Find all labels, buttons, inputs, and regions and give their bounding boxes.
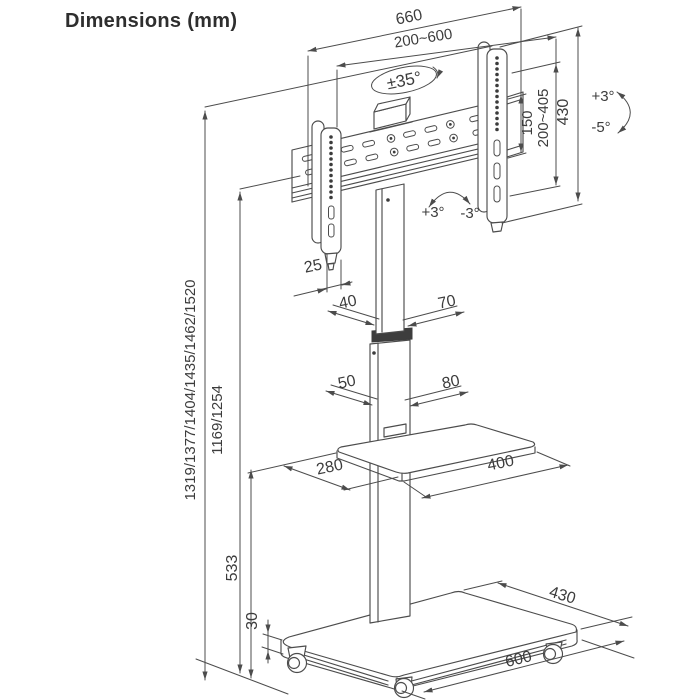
dim-50-label: 50 — [336, 372, 357, 392]
base-plate — [280, 590, 578, 691]
level-plus-label: +3° — [421, 204, 444, 221]
dim-200-600-label: 200~600 — [393, 26, 454, 52]
overall-heights-label: 1319/1377/1404/1435/1462/1520 — [182, 279, 199, 500]
dim-shelf-height: 533 — [224, 469, 254, 679]
tilt-up-label: +3° — [591, 88, 614, 105]
dim-200-405-label: 200~405 — [535, 89, 552, 148]
dim-70-label: 70 — [436, 292, 457, 312]
dim-430-base-label: 430 — [547, 584, 578, 608]
pole-heights-label: 1169/1254 — [209, 385, 226, 455]
page-title: Dimensions (mm) — [65, 10, 237, 32]
column-inner — [375, 183, 405, 335]
caster-front — [393, 676, 415, 699]
tilt-down-label: -5° — [591, 119, 610, 136]
dim-80-label: 80 — [440, 372, 461, 392]
right-vesa-arm — [477, 41, 508, 233]
caster-left — [286, 645, 308, 674]
dim-280-label: 280 — [315, 457, 345, 479]
dim-inner-column: 40 70 — [327, 292, 465, 327]
dim-vesa-range: 200~405 — [509, 61, 561, 197]
dim-base-thickness: 30 — [244, 612, 284, 664]
dim-bracket-height: 430 — [499, 25, 583, 224]
swivel-indicator: ±35° — [371, 65, 444, 95]
left-vesa-arm — [311, 120, 342, 271]
dim-overall-heights: 1319/1377/1404/1435/1462/1520 1169/1254 — [182, 45, 493, 695]
dim-shelf-width: 400 — [403, 451, 571, 499]
caster-right — [542, 641, 564, 665]
dim-430-bracket-label: 430 — [555, 99, 572, 126]
dim-400-label: 400 — [486, 453, 516, 475]
lock-box — [369, 96, 413, 133]
dim-outer-column: 50 80 — [325, 372, 469, 407]
dim-plate-height: 150 — [507, 93, 536, 159]
dim-40-label: 40 — [337, 292, 358, 312]
level-minus-label: -3° — [460, 205, 479, 222]
dim-25-label: 25 — [303, 256, 324, 276]
dim-base-width: 600 — [401, 639, 635, 700]
shelf — [336, 423, 536, 482]
dim-hook-offset: 25 — [293, 253, 353, 297]
dim-30-label: 30 — [244, 612, 261, 630]
dim-600-label: 600 — [504, 648, 534, 671]
column-outer — [369, 339, 411, 624]
dim-533-label: 533 — [224, 555, 241, 582]
level-indicator: +3° -3° — [421, 191, 480, 222]
dim-shelf-depth: 280 — [247, 452, 399, 491]
dim-660-label: 660 — [394, 7, 424, 29]
tilt-indicator: +3° -5° — [591, 88, 631, 136]
dim-150-label: 150 — [519, 110, 536, 135]
